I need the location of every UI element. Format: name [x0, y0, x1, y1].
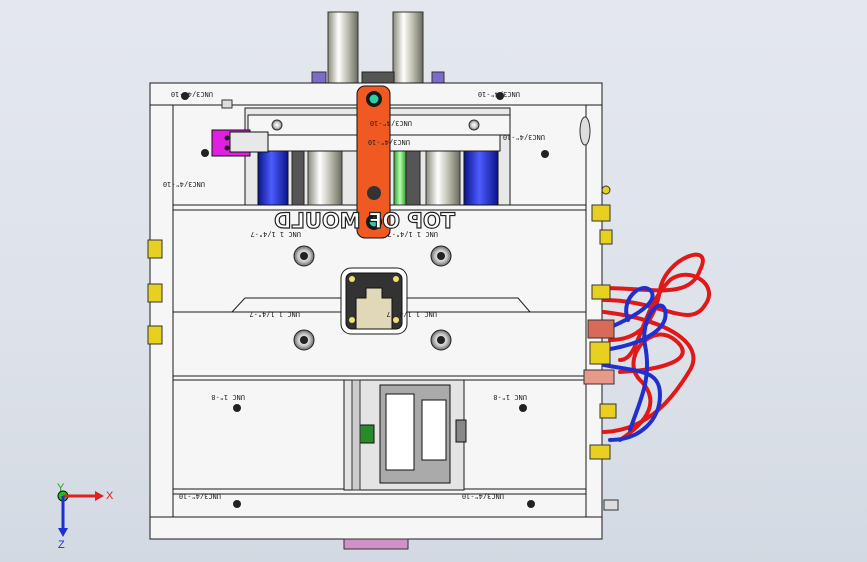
hot-runner-connector[interactable]: [343, 379, 467, 491]
sprue-pipes: [311, 11, 445, 91]
coordinate-triad: X Y Z: [57, 482, 114, 551]
thread-callouts: UNC3/4"-10 UNC3/4"-10 UNC3/4"-10 UNC3/4"…: [163, 90, 545, 500]
label-unc1-left: UNC 1"-8: [211, 393, 245, 401]
label-left-upper: UNC3/4"-10: [163, 180, 205, 188]
label-unc1-right: UNC 1"-8: [493, 393, 527, 401]
side-boss: [579, 116, 619, 511]
triad-z-label: Z: [58, 539, 65, 551]
right-water-fittings[interactable]: [583, 185, 617, 460]
latch-block[interactable]: [340, 267, 408, 335]
label-inner-mid: UNC3/4"-10: [368, 138, 410, 146]
label-mid-right: UNC 1 1/4"-7: [387, 230, 438, 238]
left-water-fittings[interactable]: [147, 239, 163, 345]
label-top-left: UNC3/4"-10: [171, 90, 213, 98]
safety-strap[interactable]: [356, 85, 391, 239]
label-mid-left: UNC 1 1/4"-7: [250, 230, 301, 238]
mould-orientation-title: TOP OF MOULD: [274, 209, 455, 233]
label-top-right: UNC3/4"-10: [478, 90, 520, 98]
label-bottom-right: UNC3/4"-10: [462, 492, 504, 500]
bottom-clamp-plate[interactable]: [149, 516, 603, 550]
label-right-upper: UNC3/4"-10: [503, 133, 545, 141]
label-lower-left: UNC 1 1/4"-7: [249, 310, 300, 318]
label-inner-top: UNC3/4"-10: [370, 119, 412, 127]
triad-x-label: X: [106, 490, 114, 502]
cooling-hoses[interactable]: [602, 252, 712, 442]
triad-y-label: Y: [57, 482, 65, 494]
cap-screws: [181, 92, 549, 508]
label-bottom-left: UNC3/4"-10: [179, 492, 221, 500]
label-lower-right: UNC 1 1/4"-7: [386, 310, 437, 318]
magenta-lock-block[interactable]: [211, 99, 269, 157]
